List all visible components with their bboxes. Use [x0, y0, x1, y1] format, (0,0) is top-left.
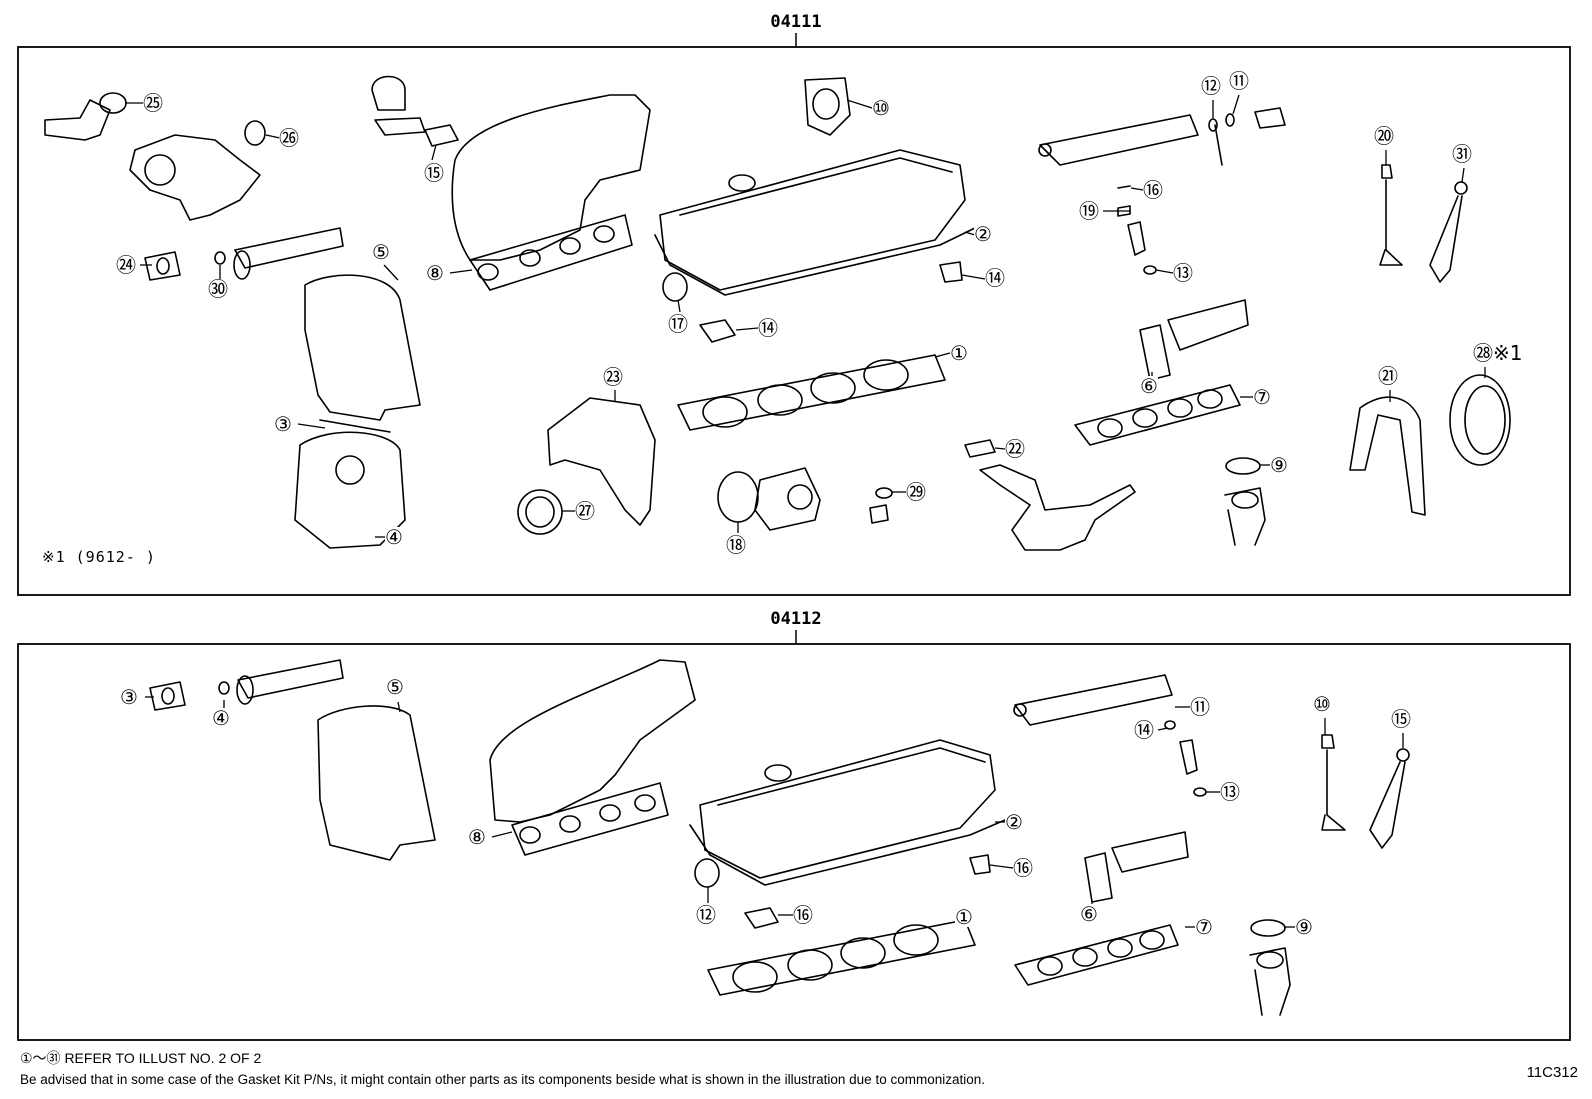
panel-1-parts [44, 75, 1511, 551]
callout-2: ② [1005, 810, 1023, 834]
callout-11: ⑪ [1229, 69, 1249, 93]
callout-24: ㉔ [116, 253, 136, 277]
callout-15: ⑮ [424, 161, 444, 185]
callout-31: ㉛ [1452, 142, 1472, 166]
callout-13: ⑬ [1173, 261, 1193, 285]
callout-9: ⑨ [1270, 453, 1288, 477]
callout-14: ⑭ [1134, 718, 1154, 742]
callout-3: ③ [274, 412, 292, 436]
callout-10: ⑩ [872, 96, 890, 120]
callout-7: ⑦ [1253, 385, 1271, 409]
callout-29: ㉙ [906, 480, 926, 504]
callout-4: ④ [212, 706, 230, 730]
callout-6: ⑥ [1080, 902, 1098, 926]
callout-1: ① [955, 905, 973, 929]
callout-5: ⑤ [372, 240, 390, 264]
panel-2-frame [17, 643, 1571, 1041]
leader-lines [125, 94, 1486, 928]
callout-5: ⑤ [386, 675, 404, 699]
callout-11: ⑪ [1190, 695, 1210, 719]
callout-8: ⑧ [468, 825, 486, 849]
callout-8: ⑧ [426, 261, 444, 285]
callout-14b: ⑭ [758, 316, 778, 340]
callout-16a: ⑯ [1013, 856, 1033, 880]
callout-16: ⑯ [1143, 178, 1163, 202]
callout-7: ⑦ [1195, 915, 1213, 939]
callout-12: ⑫ [696, 903, 716, 927]
reference-note: ①～㉛ REFER TO ILLUST NO. 2 OF 2 [20, 1050, 262, 1066]
callout-20: ⑳ [1374, 124, 1394, 148]
callout-15: ⑮ [1391, 707, 1411, 731]
panel-2-parts [149, 659, 1410, 1016]
callout-12: ⑫ [1201, 74, 1221, 98]
callout-6: ⑥ [1140, 374, 1158, 398]
callout-3: ③ [120, 685, 138, 709]
panel-1-code: 04111 [770, 12, 821, 32]
callout-4: ④ [385, 525, 403, 549]
illustration-code: 11C312 [1526, 1064, 1578, 1081]
panel-2-code: 04112 [770, 609, 821, 629]
advisory-note: Be advised that in some case of the Gask… [20, 1072, 985, 1087]
callout-2: ② [974, 222, 992, 246]
callout-27: ㉗ [575, 499, 595, 523]
callout-17: ⑰ [668, 312, 688, 336]
callout-23: ㉓ [603, 365, 623, 389]
callout-10: ⑩ [1313, 692, 1331, 716]
callout-9: ⑨ [1295, 915, 1313, 939]
callout-25: ㉕ [143, 91, 163, 115]
callout-18: ⑱ [726, 533, 746, 557]
callout-30: ㉚ [208, 277, 228, 301]
panel-1-frame [17, 46, 1571, 596]
callout-14a: ⑭ [985, 266, 1005, 290]
callout-16b: ⑯ [793, 903, 813, 927]
callout-19: ⑲ [1079, 199, 1099, 223]
callout-28: ㉘※1 [1473, 341, 1523, 365]
callout-26: ㉖ [279, 126, 299, 150]
callout-22: ㉒ [1005, 437, 1025, 461]
callout-13: ⑬ [1220, 780, 1240, 804]
callout-1: ① [950, 341, 968, 365]
callout-21: ㉑ [1378, 364, 1398, 388]
serial-note: ※1 (9612- ) [42, 548, 156, 566]
